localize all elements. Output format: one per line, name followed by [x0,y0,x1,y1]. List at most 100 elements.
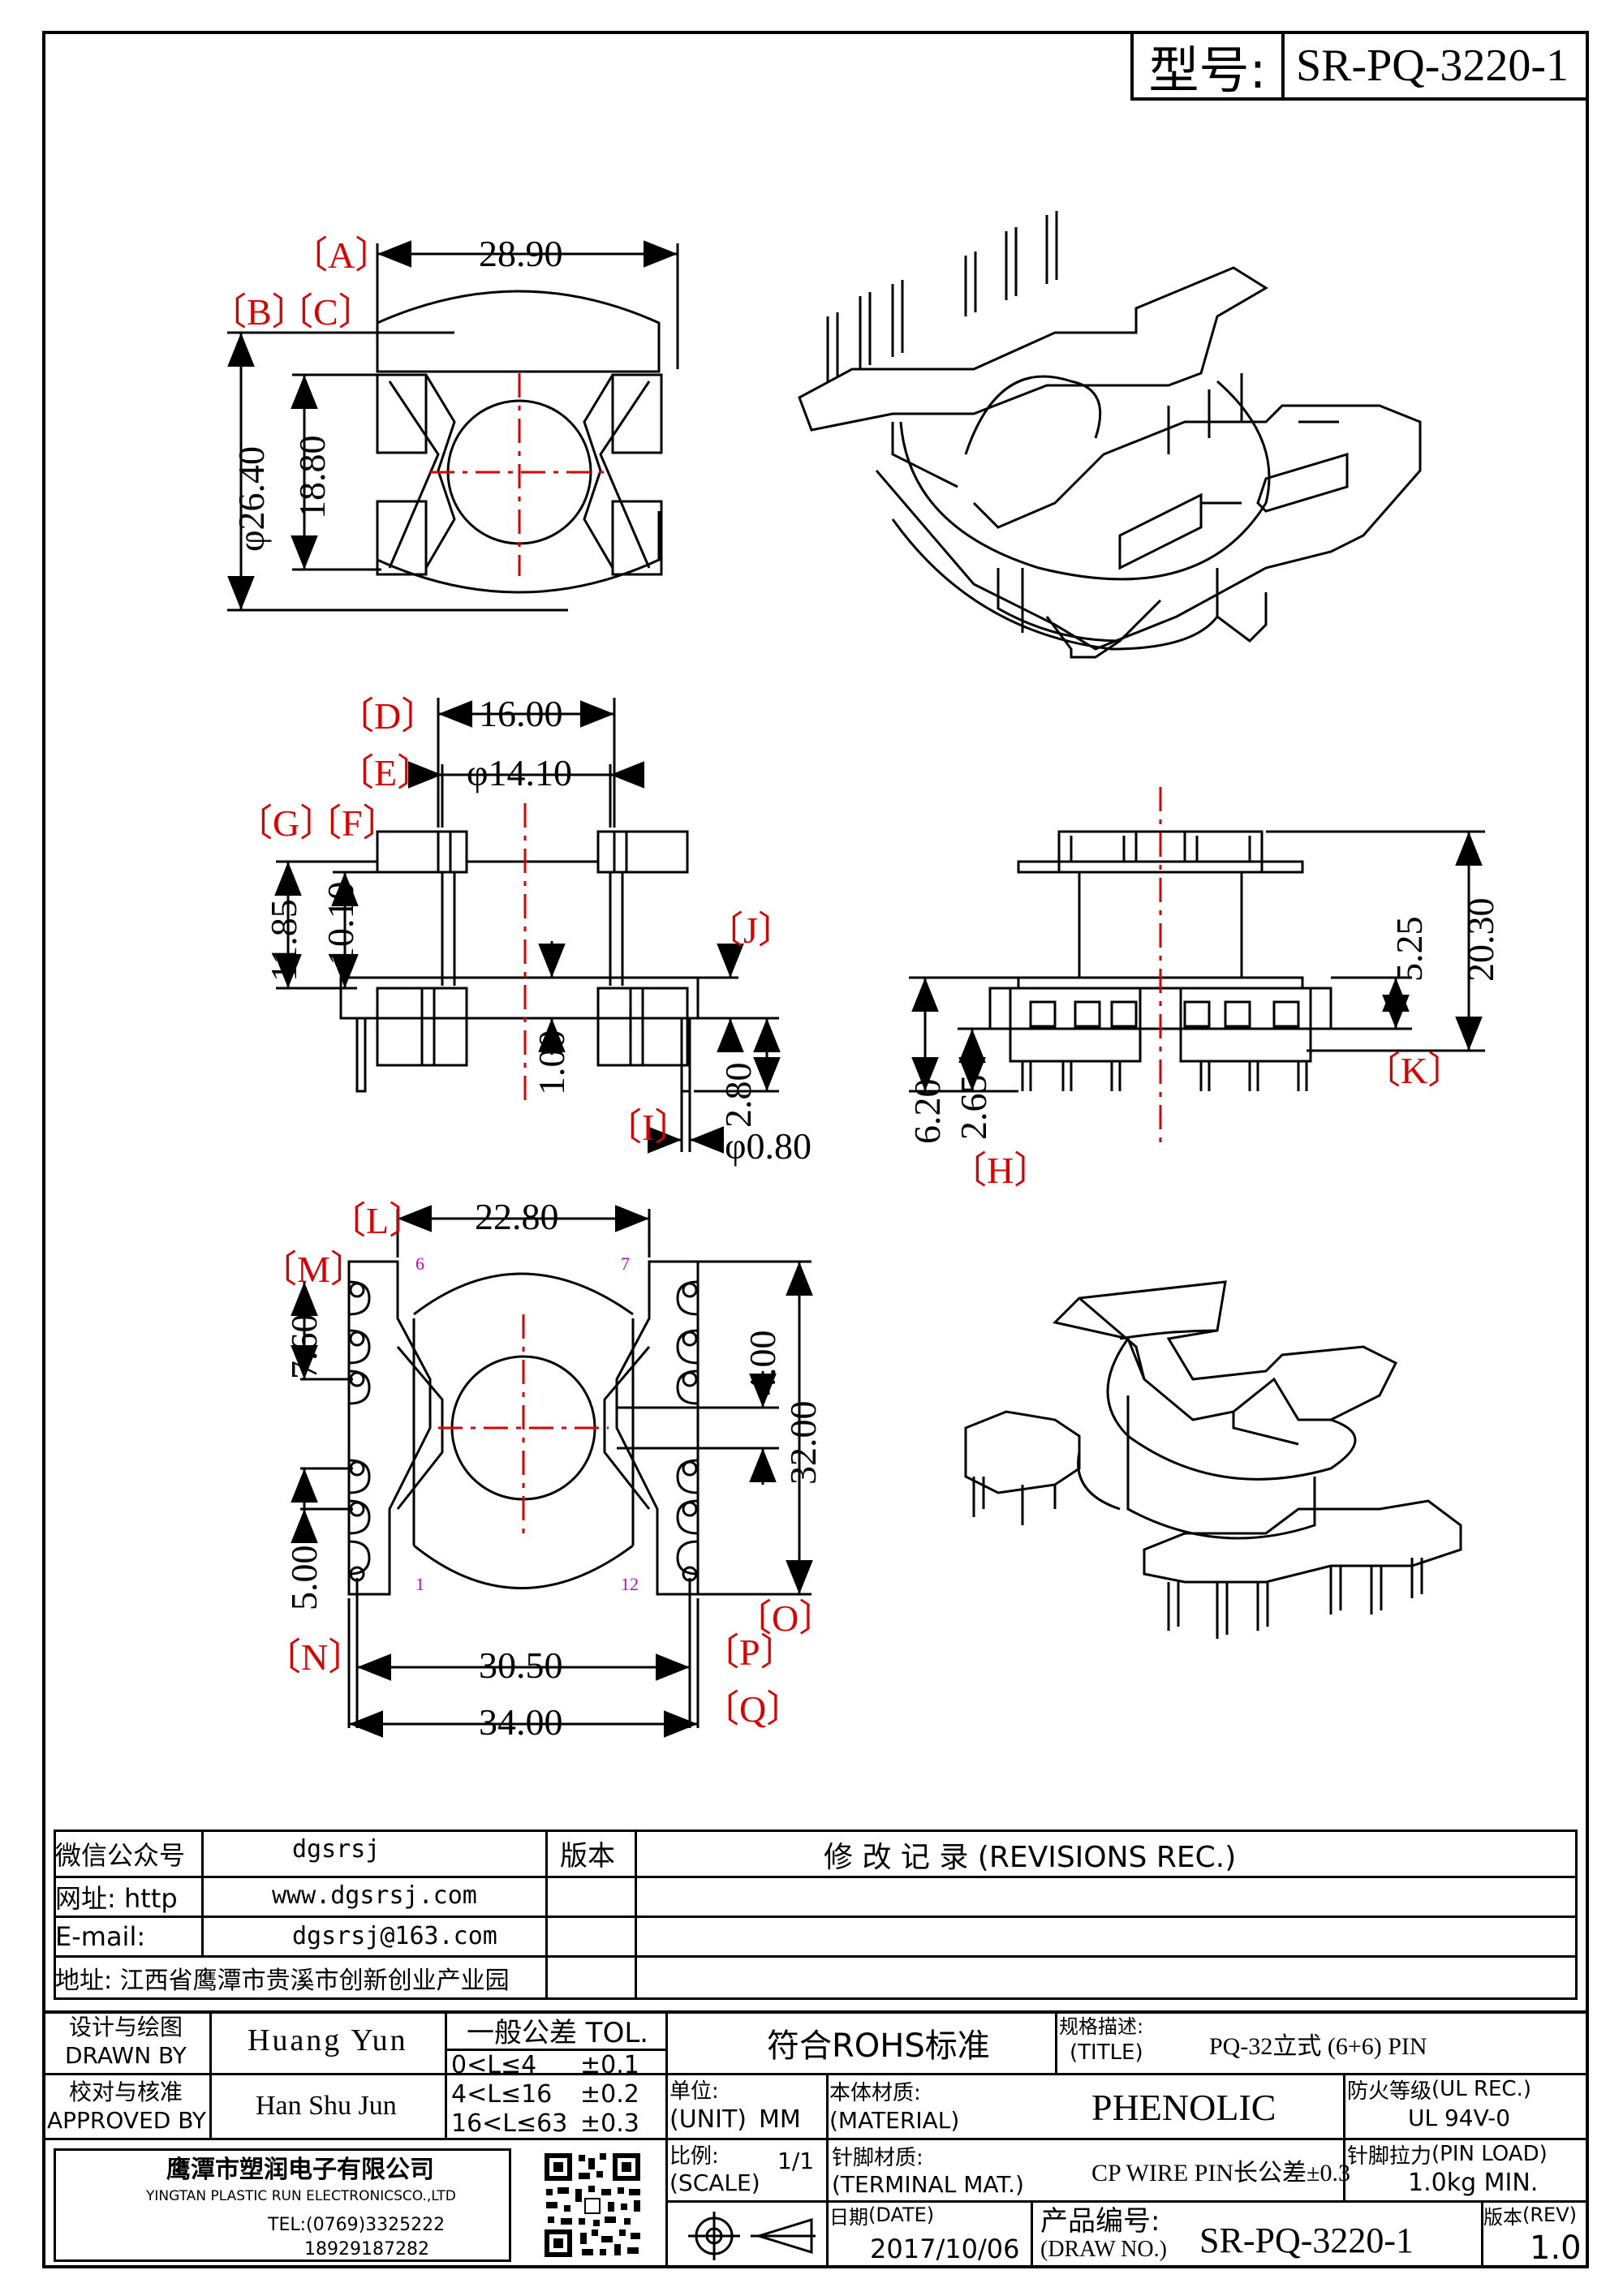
dim-Q-value: 34.00 [479,1701,563,1743]
dim-G-label: 〔G〕 [235,802,337,844]
dim-J-value: 1.00 [531,1030,572,1096]
tolerance-title: 一般公差 TOL. [467,2016,649,2049]
terminal-en: (TERMINAL MAT.) [832,2170,1024,2198]
dim-inner-value: 4.00 [742,1331,783,1396]
contact-value-email: dgsrsj@163.com [292,1921,497,1950]
designer-cn: 设计与绘图 [69,2014,183,2040]
dim-E-label: 〔E〕 [337,752,434,793]
pin-number-6: 6 [415,1253,424,1274]
dim-G-value: 11.85 [263,899,304,982]
approver-cn: 校对与核准 [69,2079,183,2105]
drawno-value: SR-PQ-3220-1 [1199,2220,1414,2260]
company-name-en: YINGTAN PLASTIC RUN ELECTRONICSCO.,LTD [146,2188,456,2204]
contact-revisions-table [54,1829,1578,2000]
unit-value: MM [759,2105,801,2134]
dim-H1-value: 6.20 [906,1079,948,1145]
contact-value-wechat: dgsrsj [292,1834,381,1864]
dim-O-value: 32.00 [782,1401,824,1486]
terminal-cn: 针脚材质: [832,2145,923,2170]
contact-label-web: 网址: http [55,1883,178,1914]
contact-label-email: E-mail: [55,1921,146,1952]
designer-name: Huang Yun [248,2023,408,2057]
version-header: 版本 [560,1839,615,1872]
dim-B-label: 〔B〕 [209,291,309,333]
tolerance-range-2: 4<L≤16 [451,2079,553,2109]
date-cn: 日期 [829,2205,868,2229]
date-label: 日期(DATE) [829,2202,935,2229]
pinload-en: (PIN LOAD) [1431,2142,1548,2166]
approver-en: APPROVED BY [47,2106,207,2134]
isometric-view-bottom [964,1280,1462,1639]
scale-cn: 比例: [669,2143,719,2169]
scale-en: (SCALE) [669,2169,760,2196]
material-cn: 本体材质: [829,2080,921,2105]
pinload-label: 针脚拉力(PIN LOAD) [1347,2140,1548,2169]
pinload-cn: 针脚拉力 [1347,2143,1432,2169]
dim-K1-value: 5.25 [1388,917,1430,982]
unit-cn: 单位: [669,2079,719,2104]
title-value: PQ-32立式 (6+6) PIN [1209,2033,1427,2060]
title-cn: 规格描述: [1059,2014,1144,2038]
dim-A-label: 〔A〕 [291,234,392,276]
front-view [274,698,781,1154]
qr-code-icon [540,2148,645,2262]
dim-M-value: 7.60 [283,1314,325,1380]
tolerance-range-3: 16<L≤63 [451,2109,568,2138]
dim-A-value: 28.90 [479,233,563,274]
side-view [909,787,1485,1144]
dim-P-label: 〔P〕 [702,1632,798,1673]
terminal-value: CP WIRE PIN长公差±0.3 [1091,2159,1350,2186]
dim-Q-label: 〔Q〕 [702,1688,803,1730]
model-value: SR-PQ-3220-1 [1296,41,1569,91]
tolerance-range-1: 0<L≤4 [451,2050,537,2079]
fire-rating-label: 防火等级(UL REC.) [1347,2075,1531,2104]
isometric-view-top [798,211,1422,659]
dim-C-label: 〔C〕 [276,291,376,333]
company-box [54,2148,511,2262]
fire-cn: 防火等级 [1347,2079,1432,2104]
dim-K2-value: 20.30 [1460,898,1501,982]
rohs-compliance: 符合ROHS标准 [767,2027,990,2065]
dim-H-label: 〔H〕 [949,1150,1051,1191]
dim-C-value: 18.80 [291,436,333,520]
dim-E-value: φ14.10 [467,752,572,793]
contact-label-wechat: 微信公众号 [55,1840,186,1871]
material-en: (MATERIAL) [829,2106,960,2134]
fire-rating-value: UL 94V-0 [1408,2104,1511,2131]
unit-en: (UNIT) [669,2105,747,2134]
date-value: 2017/10/06 [870,2234,1020,2264]
dim-P-value: 30.50 [479,1645,563,1686]
projection-symbol [688,2212,816,2260]
pin-number-7: 7 [621,1253,630,1274]
company-name-cn: 鹰潭市塑润电子有限公司 [166,2156,434,2184]
rev-en: (REV) [1522,2204,1577,2226]
material-value: PHENOLIC [1091,2087,1276,2128]
date-en: (DATE) [868,2204,935,2226]
model-label: 型号: [1134,34,1285,100]
fire-en: (UL REC.) [1431,2077,1531,2101]
company-tel: TEL:(0769)3325222 [268,2214,446,2235]
dim-H2-value: 2.65 [953,1075,994,1141]
technical-drawing: 〔A〕 28.90 〔B〕 〔C〕 φ26.40 18.80 〔D〕 16.00… [209,211,1501,1743]
drawno-en: (DRAW NO.) [1040,2237,1167,2262]
dim-F-label: 〔F〕 [304,802,400,844]
tolerance-value-3: ±0.3 [580,2109,639,2138]
top-view [227,240,679,612]
drawno-cn: 产品编号: [1040,2204,1160,2238]
rev-label: 版本(REV) [1483,2202,1577,2229]
designer-en: DRAWN BY [65,2041,187,2069]
dim-N-value: 5.00 [283,1546,325,1611]
rev-value: 1.0 [1530,2229,1582,2267]
dim-J-label: 〔J〕 [706,909,795,951]
dim-I-label: 〔I〕 [605,1107,691,1148]
pinload-value: 1.0kg MIN. [1408,2168,1539,2197]
contact-address: 地址: 江西省鹰潭市贵溪市创新创业产业园 [55,1967,510,1995]
bottom-view [291,1205,813,1738]
tolerance-value-1: ±0.1 [580,2050,639,2079]
dim-D-value: 16.00 [479,693,563,734]
dim-B-value: φ26.40 [230,446,272,552]
title-en: (TITLE) [1070,2040,1143,2065]
dim-O-label: 〔O〕 [734,1597,836,1639]
dim-I-value: φ0.80 [725,1125,812,1167]
dim-L-label: 〔L〕 [329,1200,426,1241]
